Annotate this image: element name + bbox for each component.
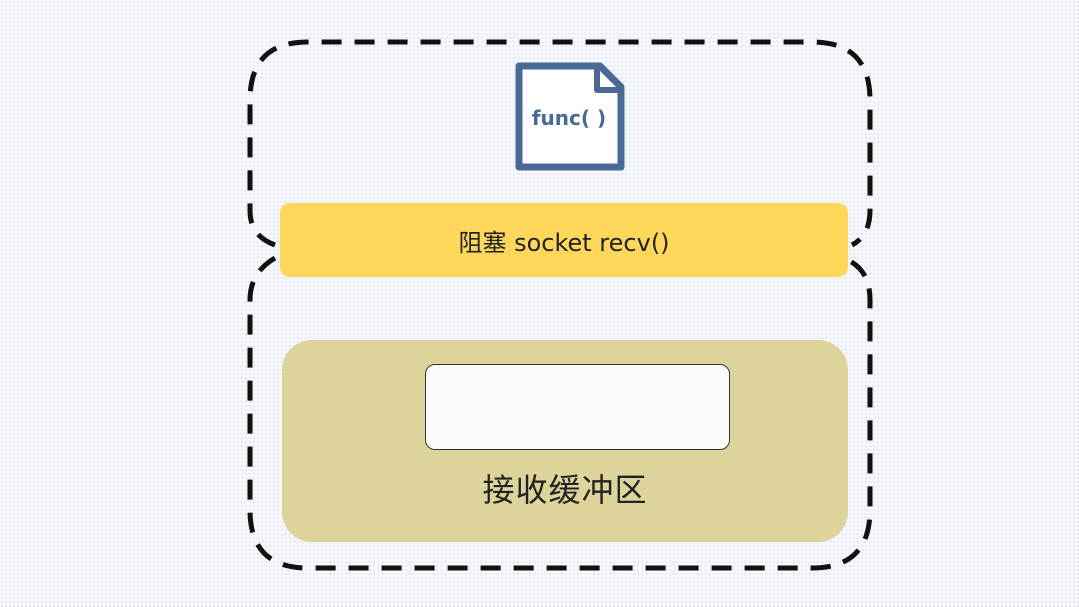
lower-dashed-boundary [247,255,873,571]
receive-buffer-label: 接收缓冲区 [482,471,648,509]
recv-bar-label: 阻塞 socket recv() [458,228,670,257]
code-file-icon [515,62,625,171]
upper-dashed-boundary [247,39,873,248]
blocking-recv-bar: 阻塞 socket recv() [280,203,848,277]
buffer-data-slot [425,364,730,450]
file-icon-label: func( ) [531,106,607,130]
